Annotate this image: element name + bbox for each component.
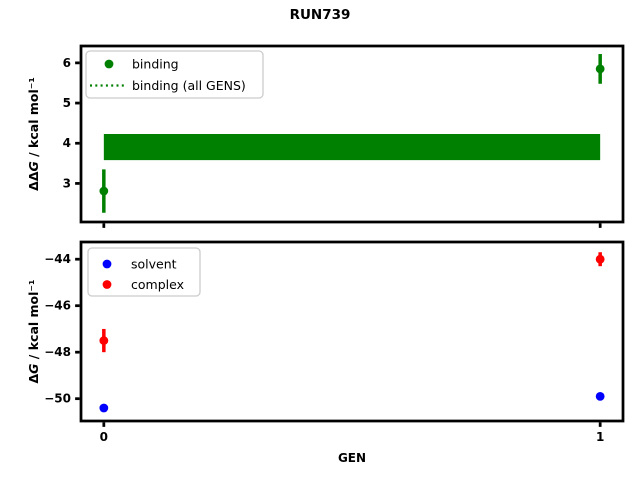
y-tick-label: −50 bbox=[44, 392, 71, 406]
legend-entry: solvent bbox=[102, 257, 177, 272]
y-tick-label: 6 bbox=[63, 56, 71, 70]
legend-entry: binding bbox=[104, 57, 179, 72]
binding-point-gen1 bbox=[595, 64, 605, 74]
binding-point-gen0 bbox=[99, 186, 109, 196]
legend-entry: complex bbox=[102, 277, 184, 292]
y-tick-label: −48 bbox=[44, 345, 71, 359]
band-binding-all-gens bbox=[103, 134, 601, 161]
legend-dot-icon bbox=[102, 259, 112, 269]
y-tick-label: −44 bbox=[44, 252, 71, 266]
solvent-point-gen0 bbox=[99, 403, 109, 413]
panel-bottom: −44 −46 −48 −50 0 1 ΔG / kcal mol⁻¹ GEN solvent c… bbox=[26, 240, 625, 465]
y-tick-label: 3 bbox=[63, 176, 71, 190]
solvent-point-gen1 bbox=[595, 391, 605, 401]
legend-entry-label: binding bbox=[132, 57, 179, 72]
x-tick-label: 0 bbox=[100, 430, 108, 444]
legend-entry-label: binding (all GENS) bbox=[132, 78, 246, 93]
figure-title: RUN739 bbox=[289, 7, 351, 23]
legend-dot-icon bbox=[102, 280, 112, 289]
legend-entry: binding (all GENS) bbox=[90, 78, 246, 93]
y-axis-label: ΔG / kcal mol⁻¹ bbox=[26, 280, 41, 384]
y-tick-label: 4 bbox=[63, 136, 71, 150]
x-tick-label: 1 bbox=[596, 430, 604, 444]
legend-box bbox=[85, 50, 264, 99]
complex-point-gen0 bbox=[99, 336, 109, 345]
legend: solvent complex bbox=[87, 247, 201, 297]
legend-box bbox=[87, 247, 201, 297]
y-tick-label: 5 bbox=[63, 96, 71, 110]
x-axis-label: GEN bbox=[338, 451, 366, 465]
legend-entry-label: complex bbox=[131, 277, 184, 292]
y-axis-label: ΔΔG / kcal mol⁻¹ bbox=[26, 77, 41, 191]
legend: binding binding (all GENS) bbox=[85, 50, 264, 99]
axes-frame bbox=[79, 44, 625, 224]
y-tick-label: −46 bbox=[44, 299, 71, 313]
complex-point-gen1 bbox=[595, 254, 605, 264]
legend-dot-icon bbox=[104, 59, 114, 69]
legend-entry-label: solvent bbox=[131, 257, 177, 272]
axes-frame bbox=[79, 240, 625, 423]
